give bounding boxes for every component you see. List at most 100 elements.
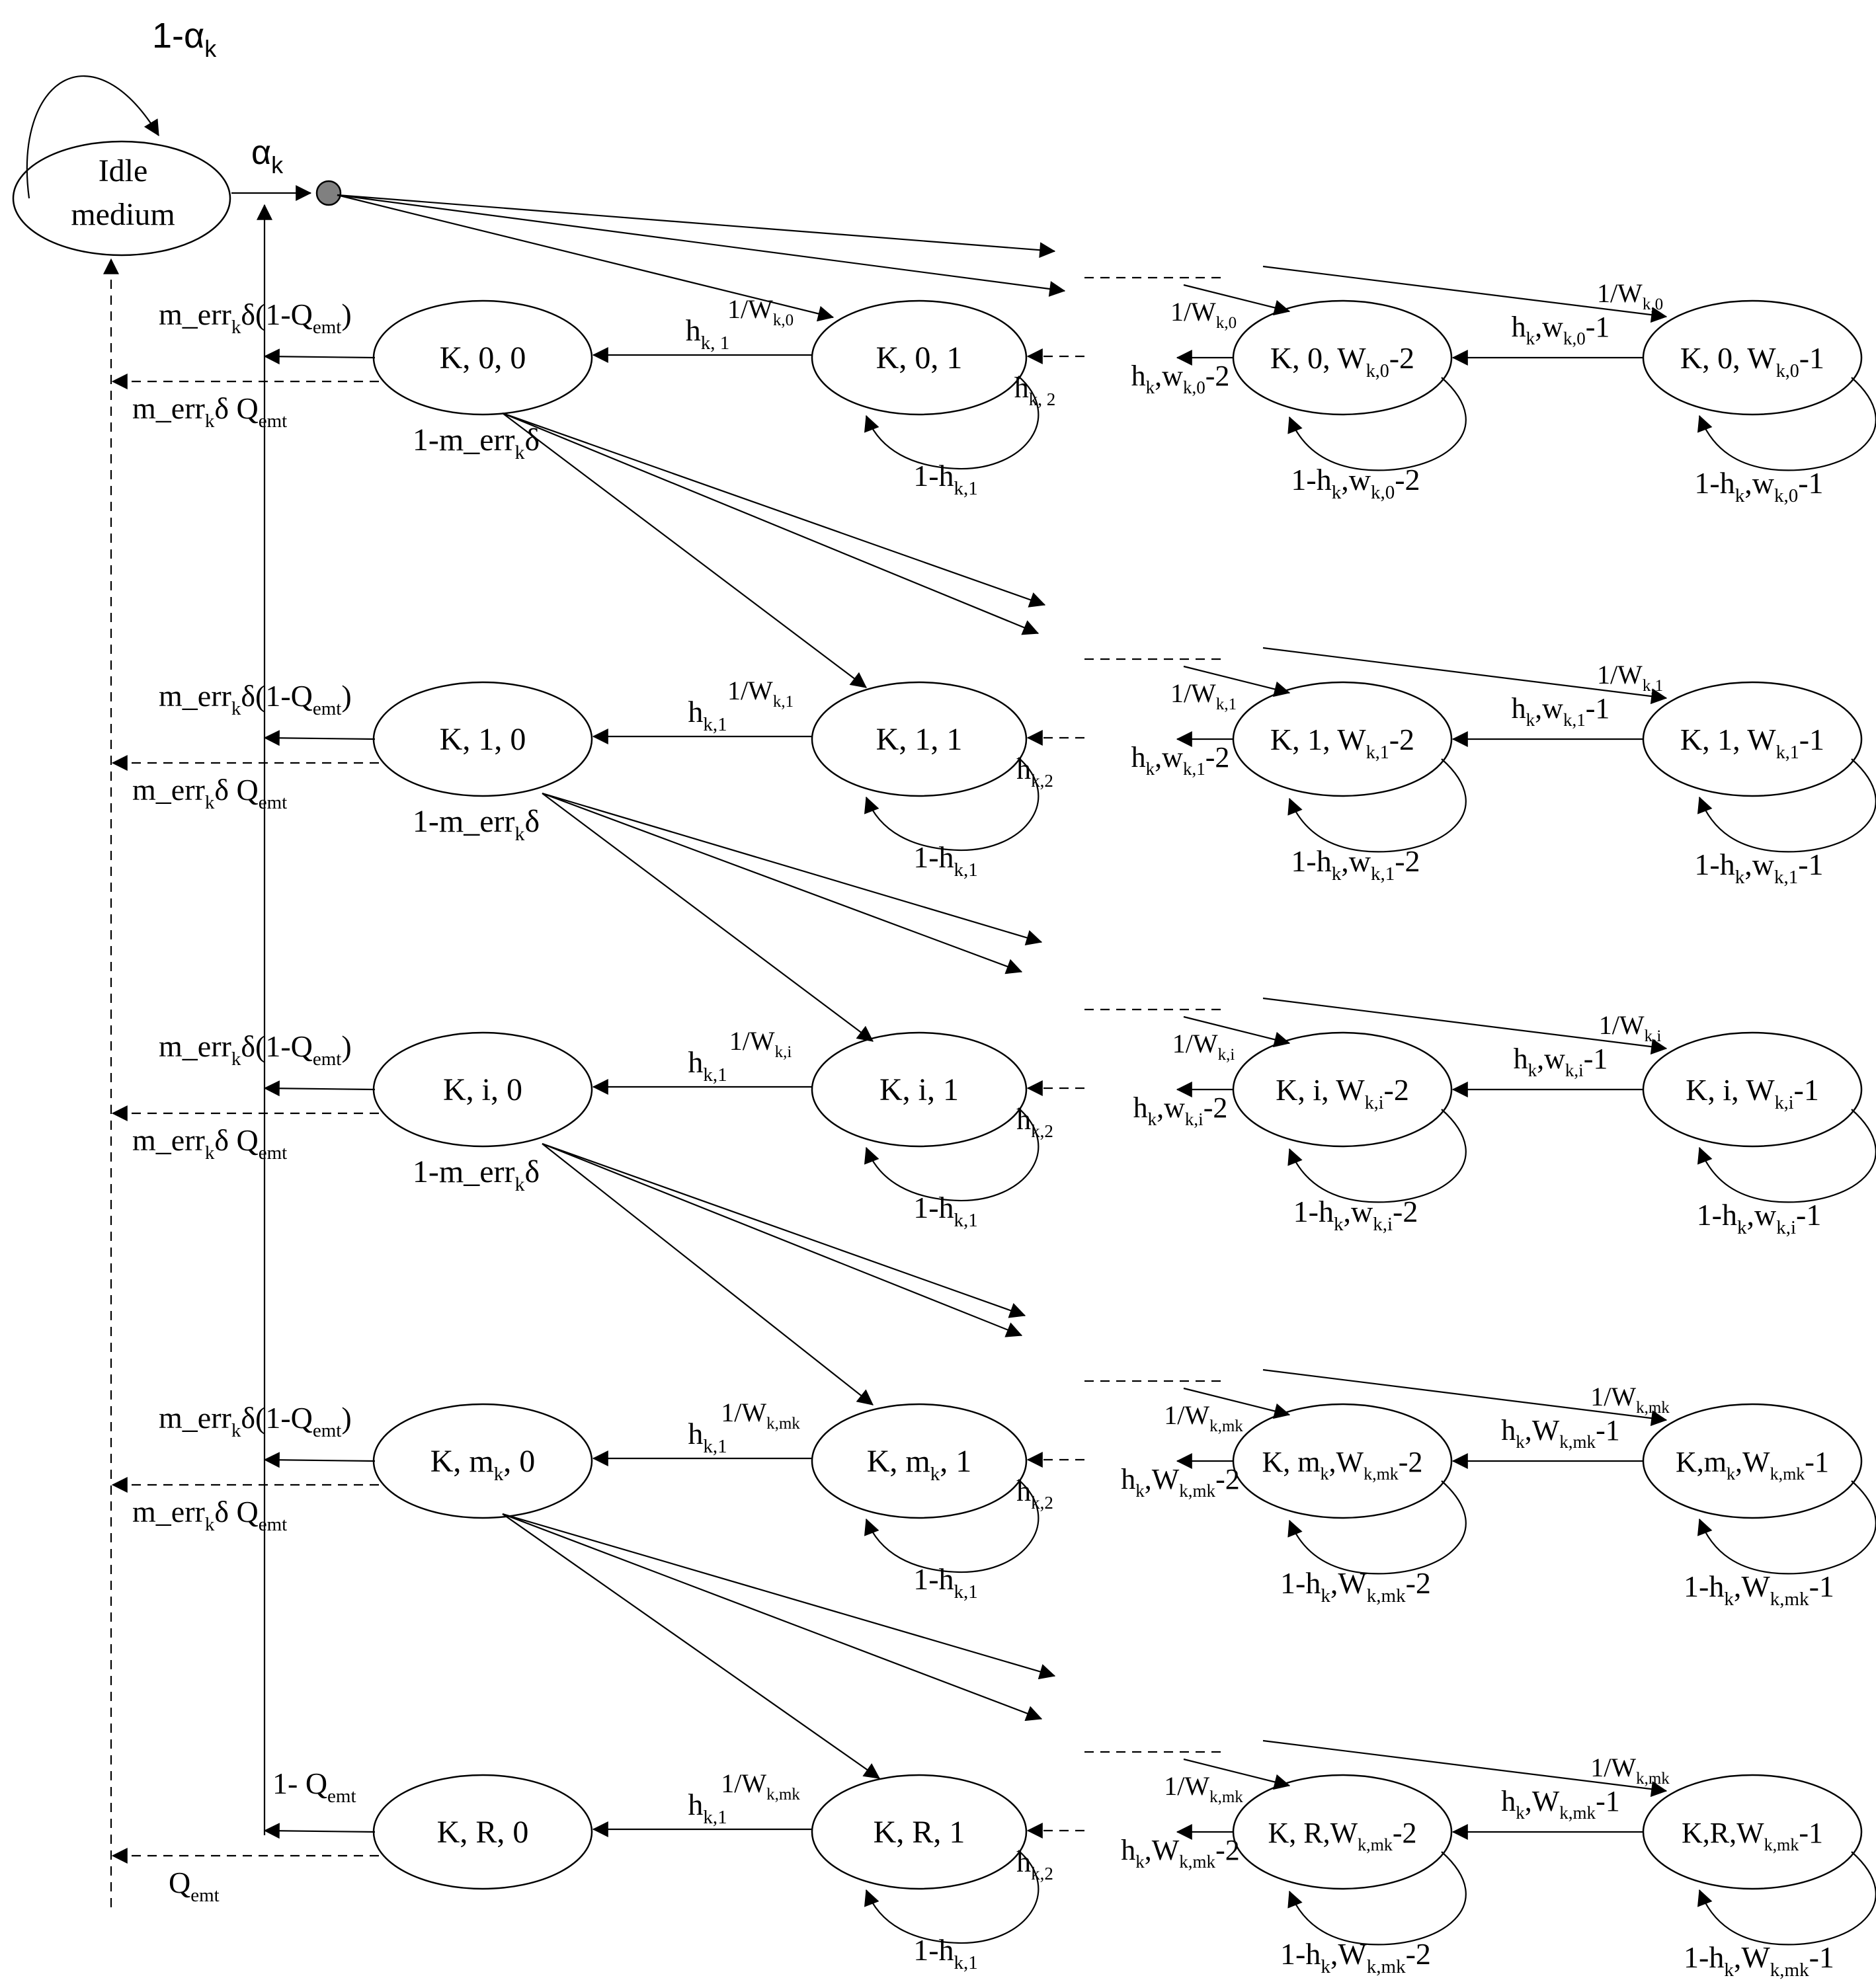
node-w-2-stay-label: 1-hk,wk,0-2 xyxy=(1291,463,1420,503)
state-node-w-2-label: K, R,Wk,mk-2 xyxy=(1268,1817,1416,1854)
fan-arrow-row3-2 xyxy=(502,1513,880,1779)
node-w-2-entry-arrow xyxy=(1183,1015,1291,1048)
exit-solid-label: 1- Qemt xyxy=(272,1766,356,1807)
transition-n3-to-n2-label: hk,wk,1-1 xyxy=(1512,692,1610,730)
node-w-2-entry-label: 1/Wk,i xyxy=(1172,1029,1235,1064)
exit-solid-label: m_errkδ(1-Qemt) xyxy=(159,679,352,719)
state-node-1 xyxy=(811,681,1028,797)
fan-arrow-row0-0 xyxy=(502,412,1046,608)
fan-arrow-row3-0 xyxy=(502,1513,1056,1680)
transition-n3-to-n2-label: hk,Wk,mk-1 xyxy=(1501,1414,1619,1452)
node-1-self-loop xyxy=(864,1850,1040,1944)
state-node-w-2-label: K, mk,Wk,mk-2 xyxy=(1262,1446,1423,1484)
node-1-self-loop xyxy=(864,1479,1040,1573)
state-node-w-1-label: K, i, Wk,i-1 xyxy=(1686,1073,1819,1113)
node-w-1-stay-label: 1-hk,wk,0-1 xyxy=(1694,466,1823,506)
junction-dot xyxy=(315,180,342,206)
node-w-1-entry-arrow xyxy=(1262,1368,1668,1427)
fan-arrow-row0-1 xyxy=(502,412,1040,635)
node-w-2-self-loop xyxy=(1287,1480,1467,1575)
node-1-stay-label: 1-hk,1 xyxy=(913,1191,978,1231)
state-node-0-label: K, mk, 0 xyxy=(430,1444,536,1485)
node-0-stay-label: 1-m_errkδ xyxy=(413,422,540,463)
node-w-2-entry-arrow xyxy=(1183,1387,1291,1419)
node-w-1-entry-arrow xyxy=(1262,1739,1668,1798)
exit-dashed-label: Qemt xyxy=(169,1866,220,1906)
node-1-loop-label: hk,2 xyxy=(1016,1103,1053,1141)
state-row-4 xyxy=(372,1751,1876,1946)
state-node-0-label: K, 1, 0 xyxy=(440,722,526,757)
node-1-self-loop xyxy=(864,757,1040,852)
transition-n2-left-label: hk,wk,1-2 xyxy=(1131,741,1230,779)
state-node-1 xyxy=(811,1031,1028,1148)
transition-n3-to-n2-label: hk,Wk,mk-1 xyxy=(1501,1785,1619,1823)
idle-medium-node xyxy=(12,140,231,257)
node-w-2-stay-label: 1-hk,wk,1-2 xyxy=(1291,844,1420,885)
node-1-stay-label: 1-hk,1 xyxy=(913,459,978,499)
node-1-loop-label: hk,2 xyxy=(1016,753,1053,791)
state-node-0-label: K, R, 0 xyxy=(437,1815,529,1850)
node-w-2-entry-label: 1/Wk,mk xyxy=(1164,1400,1243,1435)
node-1-entry-label: 1/Wk,1 xyxy=(727,676,794,711)
node-1-loop-label: hk,2 xyxy=(1016,1475,1053,1513)
state-row-1 xyxy=(372,658,1876,853)
state-node-1 xyxy=(811,1774,1028,1890)
idle-medium-label-line2: medium xyxy=(71,197,175,232)
idle-exit-label: αk xyxy=(251,134,284,178)
state-row-3 xyxy=(372,1380,1876,1575)
exit-dashed-label: m_errkδ Qemt xyxy=(132,391,287,432)
exit-dashed-label: m_errkδ Qemt xyxy=(132,1495,287,1535)
state-node-1 xyxy=(811,299,1028,416)
fan-arrow-row2-0 xyxy=(542,1142,1026,1318)
idle-self-loop-label: 1-αk xyxy=(152,16,217,62)
state-node-1-label: K, 1, 1 xyxy=(876,722,963,757)
node-w-1-stay-label: 1-hk,wk,i-1 xyxy=(1697,1198,1822,1238)
node-0-stay-label: 1-m_errkδ xyxy=(413,804,540,845)
state-node-w-2-label: K, 0, Wk,0-2 xyxy=(1270,341,1414,381)
fan-arrow-top-1 xyxy=(337,194,1056,258)
fan-arrow-top-2 xyxy=(337,194,1066,297)
node-w-2-stay-label: 1-hk,wk,i-2 xyxy=(1293,1195,1418,1235)
exit-solid-arrow xyxy=(263,730,376,746)
node-w-1-entry-label: 1/Wk,0 xyxy=(1597,278,1663,313)
node-w-2-entry-arrow xyxy=(1183,1758,1291,1790)
state-node-w-2-label: K, i, Wk,i-2 xyxy=(1276,1073,1409,1113)
transition-n1-to-n0-label: hk,1 xyxy=(688,1045,727,1086)
transition-n1-to-n0-label: hk,1 xyxy=(688,695,727,735)
idle-medium-label-line1: Idle xyxy=(99,153,148,188)
transition-n1-to-n0-label: hk,1 xyxy=(688,1788,727,1828)
fan-arrow-row2-2 xyxy=(542,1143,874,1406)
state-row-2 xyxy=(372,1008,1876,1203)
node-w-1-entry-label: 1/Wk,1 xyxy=(1597,660,1663,695)
state-node-w-1-label: K,mk,Wk,mk-1 xyxy=(1676,1446,1829,1484)
node-1-entry-label: 1/Wk,i xyxy=(729,1026,792,1061)
state-node-1-label: K, R, 1 xyxy=(874,1815,965,1850)
node-w-2-self-loop xyxy=(1287,1109,1467,1203)
node-w-1-entry-arrow xyxy=(1262,647,1668,705)
node-w-2-entry-arrow xyxy=(1183,284,1291,316)
node-w-2-entry-label: 1/Wk,0 xyxy=(1170,297,1237,332)
exit-solid-arrow xyxy=(263,1080,376,1097)
node-1-stay-label: 1-hk,1 xyxy=(913,840,978,881)
node-1-entry-label: 1/Wk,0 xyxy=(727,294,794,329)
transition-n2-left-label: hk,Wk,mk-2 xyxy=(1121,1834,1239,1872)
node-0-stay-label: 1-m_errkδ xyxy=(413,1154,540,1195)
node-1-entry-label: 1/Wk,mk xyxy=(721,1768,800,1804)
node-1-stay-label: 1-hk,1 xyxy=(913,1933,978,1973)
node-w-1-stay-label: 1-hk,wk,1-1 xyxy=(1694,848,1823,888)
exit-dashed-label: m_errkδ Qemt xyxy=(132,1123,287,1164)
fan-arrow-row0-2 xyxy=(502,413,867,688)
node-w-2-entry-label: 1/Wk,mk xyxy=(1164,1771,1243,1806)
state-node-w-2-label: K, 1, Wk,1-2 xyxy=(1270,723,1414,763)
state-row-0 xyxy=(372,276,1876,471)
exit-solid-arrow xyxy=(263,1452,376,1468)
node-w-1-entry-arrow xyxy=(1262,265,1668,323)
exit-solid-arrow xyxy=(263,1823,376,1839)
node-w-1-stay-label: 1-hk,Wk,mk-1 xyxy=(1684,1940,1834,1981)
state-node-1 xyxy=(811,1403,1028,1519)
node-w-1-entry-label: 1/Wk,mk xyxy=(1590,1382,1670,1417)
state-node-0-label: K, i, 0 xyxy=(443,1072,522,1107)
fan-arrow-row2-1 xyxy=(542,1142,1023,1337)
